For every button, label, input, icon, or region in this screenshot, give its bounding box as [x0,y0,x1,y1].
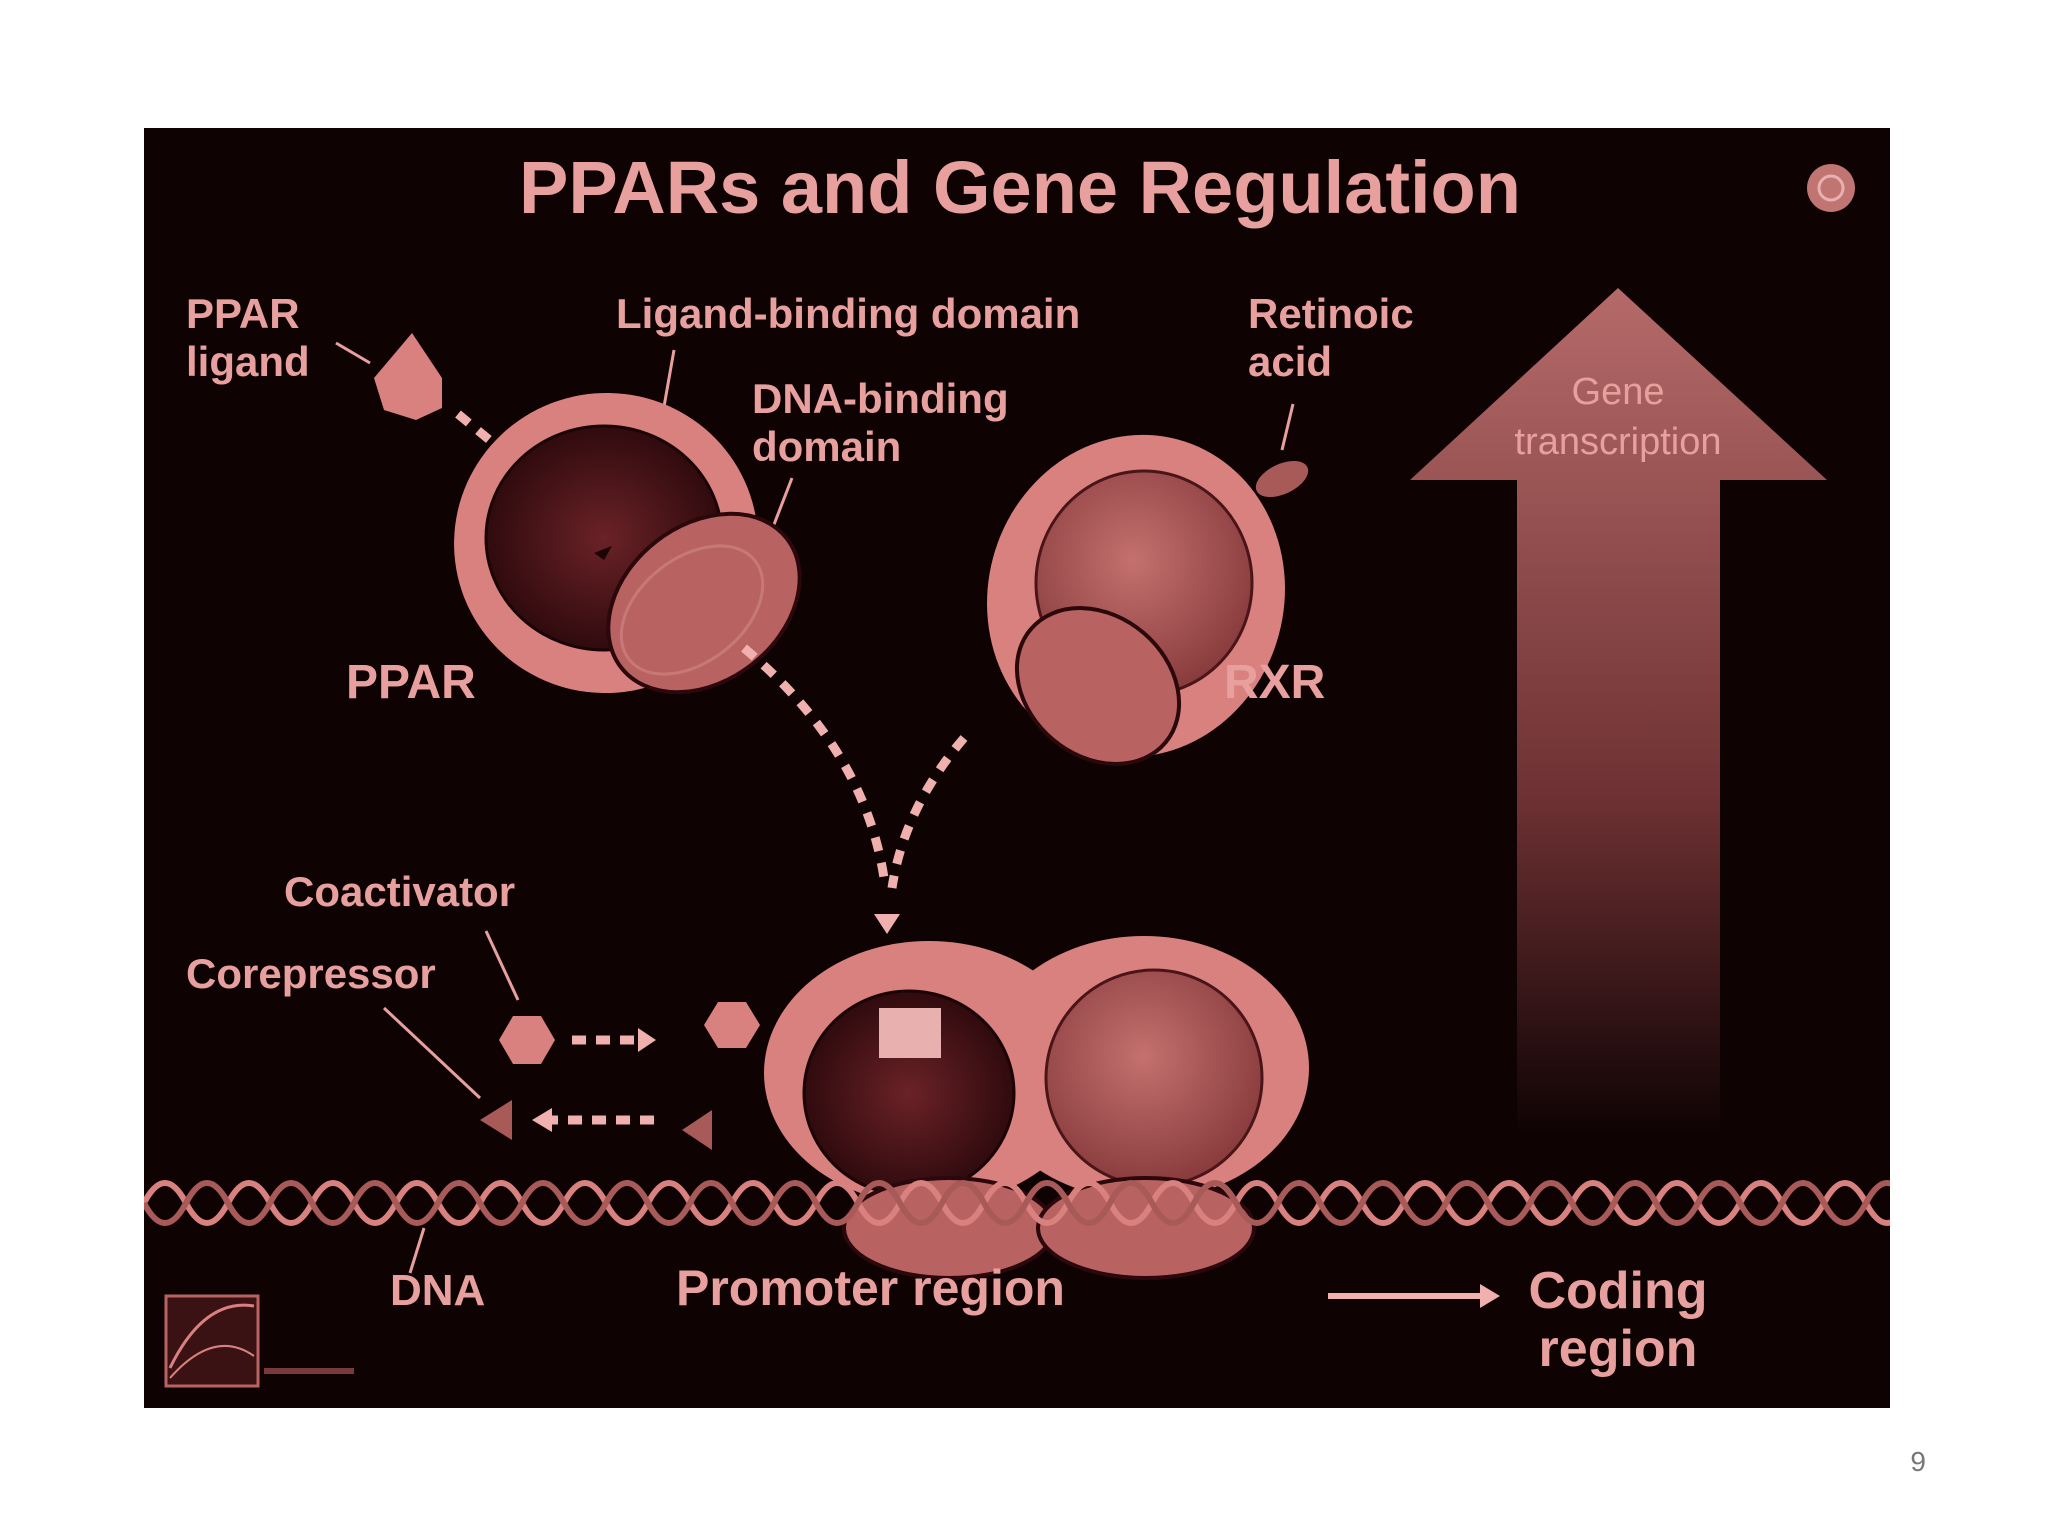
rxr-label: RXR [1224,656,1325,709]
gene-transcription-arrow [1410,288,1827,1138]
retinoic-acid-label-line2: acid [1248,338,1332,385]
retinoic-acid-shape [1255,460,1309,498]
coding-region-label-line2: region [1539,1320,1698,1378]
corepressor-label: Corepressor [186,950,436,997]
diagram-title: PPARs and Gene Regulation [519,146,1521,229]
promoter-region-label: Promoter region [676,1260,1065,1316]
dna-binding-label-line2: domain [752,423,901,470]
dna-helix [144,1180,1890,1226]
ppar-rxr-complex [682,936,1309,1280]
ppar-protein [454,392,802,695]
gene-label-line2: transcription [1515,421,1722,463]
coding-region-label-line1: Coding [1528,1262,1707,1320]
copyright-icon [1807,164,1855,212]
dna-binding-label-line1: DNA-binding [752,375,1009,422]
logo-icon [164,1294,354,1388]
diagram-image: PPARs and Gene Regulation Gene transcrip… [144,128,1890,1408]
ppar-ligand-label-line2: ligand [186,338,310,385]
ppar-label: PPAR [346,656,476,709]
dna-label: DNA [390,1266,485,1315]
coactivator-shape [499,1016,555,1064]
ligand-binding-domain-label: Ligand-binding domain [616,290,1080,337]
coactivator-label: Coactivator [284,868,515,915]
ppar-ligand-label-line1: PPAR [186,290,300,337]
page-number: 9 [1910,1446,1926,1477]
rxr-protein [987,434,1285,766]
ppar-ligand-shape [374,333,442,420]
corepressor-shape [480,1100,512,1140]
retinoic-acid-label-line1: Retinoic [1248,290,1414,337]
gene-label-line1: Gene [1572,371,1665,413]
